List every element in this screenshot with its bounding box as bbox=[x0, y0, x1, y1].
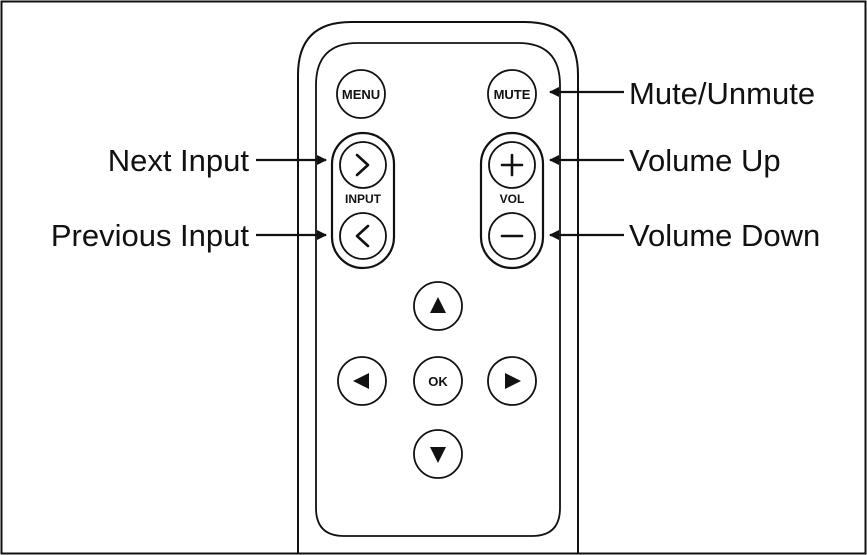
ok-button[interactable]: OK bbox=[413, 356, 463, 406]
vol-group-label: VOL bbox=[500, 192, 525, 206]
triangle-down-icon bbox=[430, 447, 446, 463]
volume-up-button[interactable] bbox=[488, 141, 536, 189]
triangle-up-icon bbox=[430, 297, 446, 313]
previous-input-callout-label: Previous Input bbox=[51, 218, 250, 253]
dpad-right-button[interactable] bbox=[487, 356, 537, 406]
menu-button-label: MENU bbox=[342, 87, 380, 102]
remote-inner-panel bbox=[315, 42, 561, 537]
chevron-left-icon bbox=[355, 224, 370, 248]
input-group-label: INPUT bbox=[345, 192, 382, 206]
mute-button-label: MUTE bbox=[494, 87, 531, 102]
volume-up-callout-label: Volume Up bbox=[629, 143, 781, 178]
input-group: INPUT bbox=[330, 131, 396, 270]
mute-button[interactable]: MUTE bbox=[487, 69, 537, 119]
next-input-callout-label: Next Input bbox=[108, 143, 250, 178]
menu-button[interactable]: MENU bbox=[336, 69, 386, 119]
ok-button-label: OK bbox=[428, 374, 448, 389]
plus-icon bbox=[500, 153, 524, 177]
dpad-up-button[interactable] bbox=[413, 281, 463, 331]
dpad-down-button[interactable] bbox=[413, 429, 463, 479]
remote-outer-body bbox=[297, 21, 579, 553]
volume-down-callout-label: Volume Down bbox=[629, 218, 820, 253]
volume-down-button[interactable] bbox=[488, 212, 536, 260]
vol-group: VOL bbox=[479, 131, 545, 270]
previous-input-button[interactable] bbox=[339, 212, 387, 260]
triangle-left-icon bbox=[353, 373, 369, 389]
chevron-right-icon bbox=[355, 153, 370, 177]
dpad-left-button[interactable] bbox=[337, 356, 387, 406]
triangle-right-icon bbox=[505, 373, 521, 389]
mute-callout-label: Mute/Unmute bbox=[629, 76, 815, 111]
next-input-button[interactable] bbox=[339, 141, 387, 189]
